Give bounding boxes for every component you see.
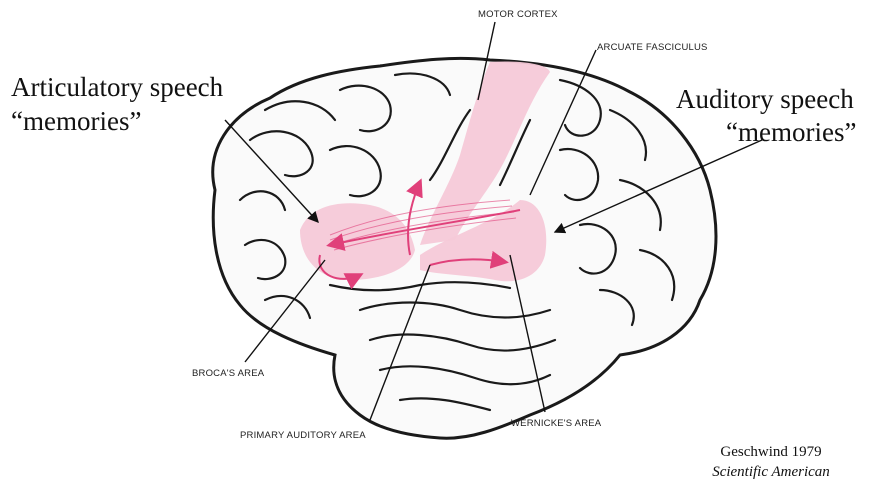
motor-cortex-label: MOTOR CORTEX (478, 9, 558, 20)
articulatory-label-line1: Articulatory speech (11, 74, 223, 101)
auditory-label-line2: “memories” (726, 119, 856, 146)
brocas-area-label: BROCA'S AREA (192, 368, 264, 379)
auditory-label-line1: Auditory speech (676, 86, 854, 113)
citation: Geschwind 1979 Scientific American (686, 442, 856, 482)
citation-journal: Scientific American (686, 462, 856, 482)
arcuate-fasciculus-label: ARCUATE FASCICULUS (597, 42, 708, 53)
articulatory-label-line2: “memories” (11, 108, 141, 135)
primary-auditory-area-label: PRIMARY AUDITORY AREA (240, 430, 366, 441)
wernickes-area-label: WERNICKE'S AREA (511, 418, 601, 429)
citation-author-year: Geschwind 1979 (686, 442, 856, 462)
